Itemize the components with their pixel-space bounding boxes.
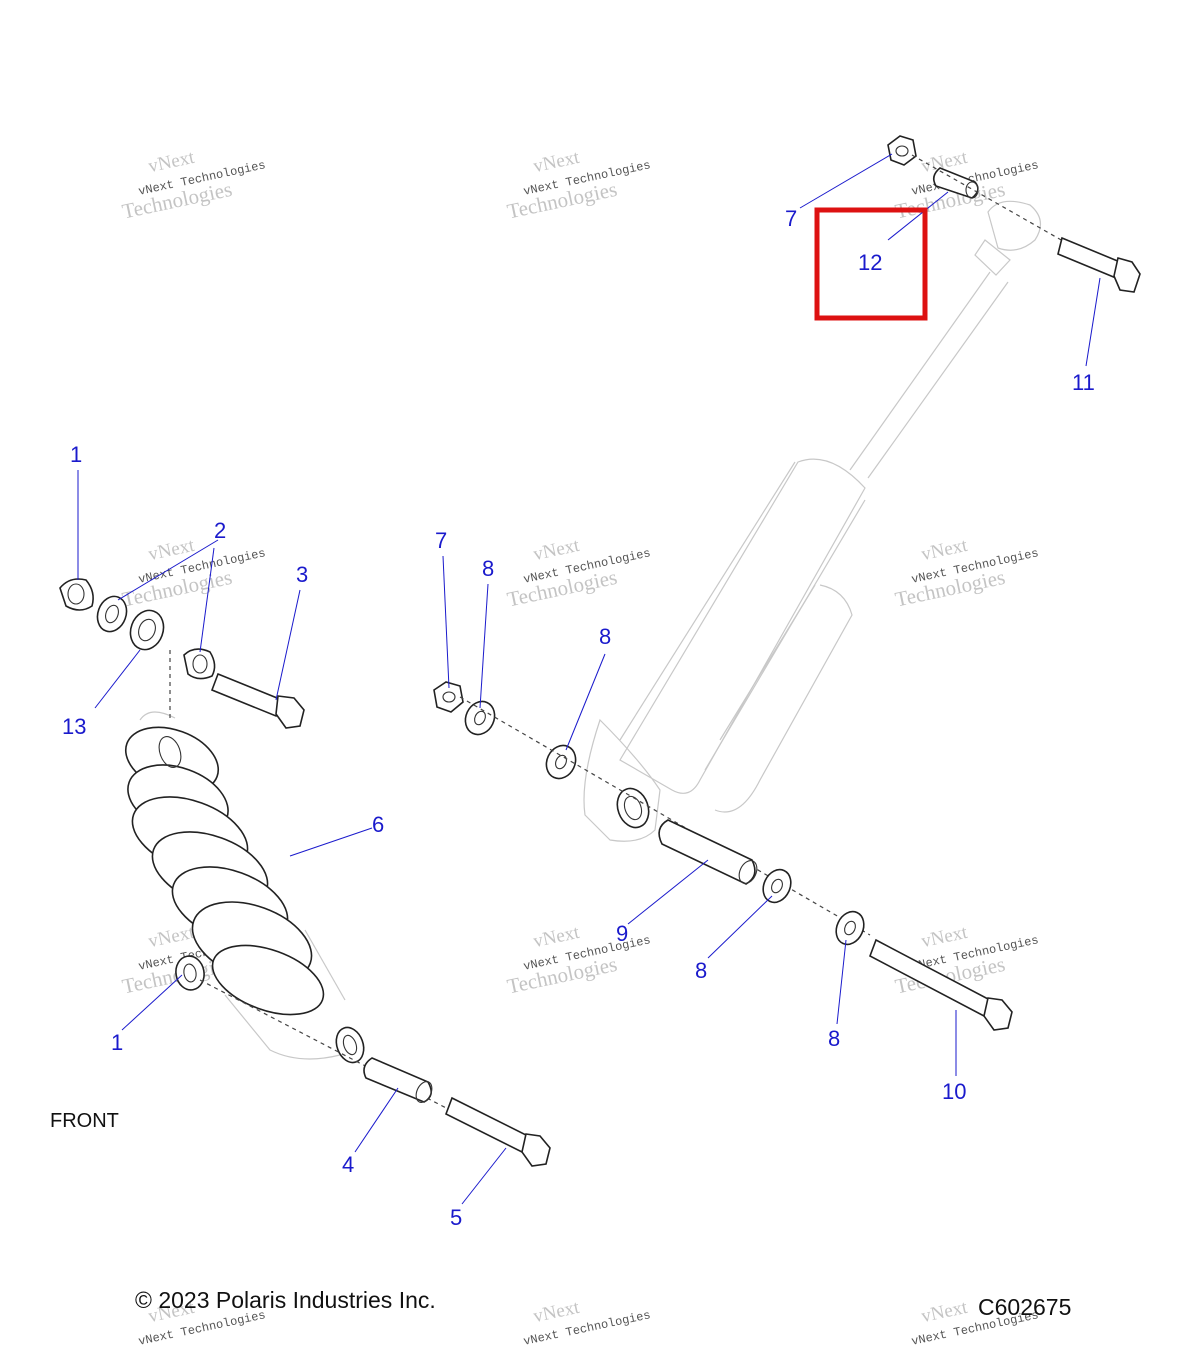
front-label: FRONT: [50, 1110, 119, 1132]
svg-text:vNext: vNext: [531, 1297, 581, 1327]
svg-text:vNext: vNext: [919, 922, 969, 952]
watermark-5: vNext vNext Technologies Technologies: [505, 535, 652, 612]
callout-1-top: 1: [70, 442, 82, 467]
nut-upper: [887, 135, 917, 166]
watermark-6: vNext vNext Technologies Technologies: [893, 535, 1040, 612]
callout-13: 13: [62, 714, 86, 739]
axis-middle: [459, 696, 871, 936]
washer-middle-a: [464, 700, 496, 736]
callout-7-top: 7: [785, 206, 797, 231]
bushing-top-right: [183, 648, 216, 680]
svg-text:vNext: vNext: [919, 1297, 969, 1327]
bolt-bottom: [444, 1096, 551, 1167]
watermark-2: vNext vNext Technologies Technologies: [505, 147, 652, 224]
svg-text:vNext: vNext: [531, 922, 581, 952]
svg-text:vNext: vNext: [531, 147, 581, 177]
washer-middle-d: [835, 910, 865, 946]
svg-text:vNext: vNext: [146, 922, 196, 952]
callout-1-bottom: 1: [111, 1030, 123, 1055]
callout-8-a: 8: [482, 556, 494, 581]
svg-text:vNext: vNext: [146, 147, 196, 177]
spring-shock-left: [124, 711, 365, 1064]
callout-7-middle: 7: [435, 528, 447, 553]
shock-absorber-body: [583, 200, 1041, 842]
callout-12: 12: [858, 250, 882, 275]
bushing-bottom-left: [175, 955, 205, 991]
callout-8-b: 8: [599, 624, 611, 649]
callout-11: 11: [1072, 370, 1095, 395]
callout-leaders: [77, 153, 1101, 1205]
bolt-upper: [1057, 236, 1141, 293]
bushing-upper: [932, 167, 979, 199]
callout-8-c: 8: [695, 958, 707, 983]
washer-middle-c: [762, 868, 792, 904]
callout-9: 9: [616, 921, 628, 946]
callout-2: 2: [214, 518, 226, 543]
callout-3: 3: [296, 562, 308, 587]
shock-lower-eyelet: [616, 787, 650, 829]
watermark-4: vNext vNext Technologies Technologies: [120, 535, 267, 612]
diagram-code: C602675: [978, 1294, 1072, 1320]
callout-5: 5: [450, 1205, 462, 1230]
watermark-8: vNext vNext Technologies Technologies: [505, 922, 652, 999]
nut-middle: [433, 681, 464, 713]
sleeve-middle: [658, 819, 758, 885]
washer-middle-b: [545, 744, 577, 780]
washer-top-left: [129, 609, 165, 651]
watermark-9: vNext vNext Technologies Technologies: [893, 922, 1040, 999]
bolt-top-left: [210, 672, 305, 729]
highlight-box: [814, 207, 928, 321]
watermark-1: vNext vNext Technologies Technologies: [120, 147, 267, 224]
callout-10: 10: [942, 1079, 966, 1104]
copyright-notice: © 2023 Polaris Industries Inc.: [135, 1287, 436, 1313]
callout-4: 4: [342, 1152, 354, 1177]
axis-upper: [911, 154, 1071, 246]
svg-text:vNext: vNext: [919, 535, 969, 565]
callout-8-d: 8: [828, 1026, 840, 1051]
watermark-11: vNext vNext Technologies: [522, 1297, 652, 1349]
svg-text:vNext: vNext: [531, 535, 581, 565]
callout-6: 6: [372, 812, 384, 837]
sleeve-bottom: [363, 1057, 433, 1103]
bushing-top-left: [59, 578, 94, 611]
bolt-middle: [869, 938, 1013, 1031]
bushing-top-flange: [96, 595, 128, 633]
svg-text:vNext: vNext: [146, 535, 196, 565]
